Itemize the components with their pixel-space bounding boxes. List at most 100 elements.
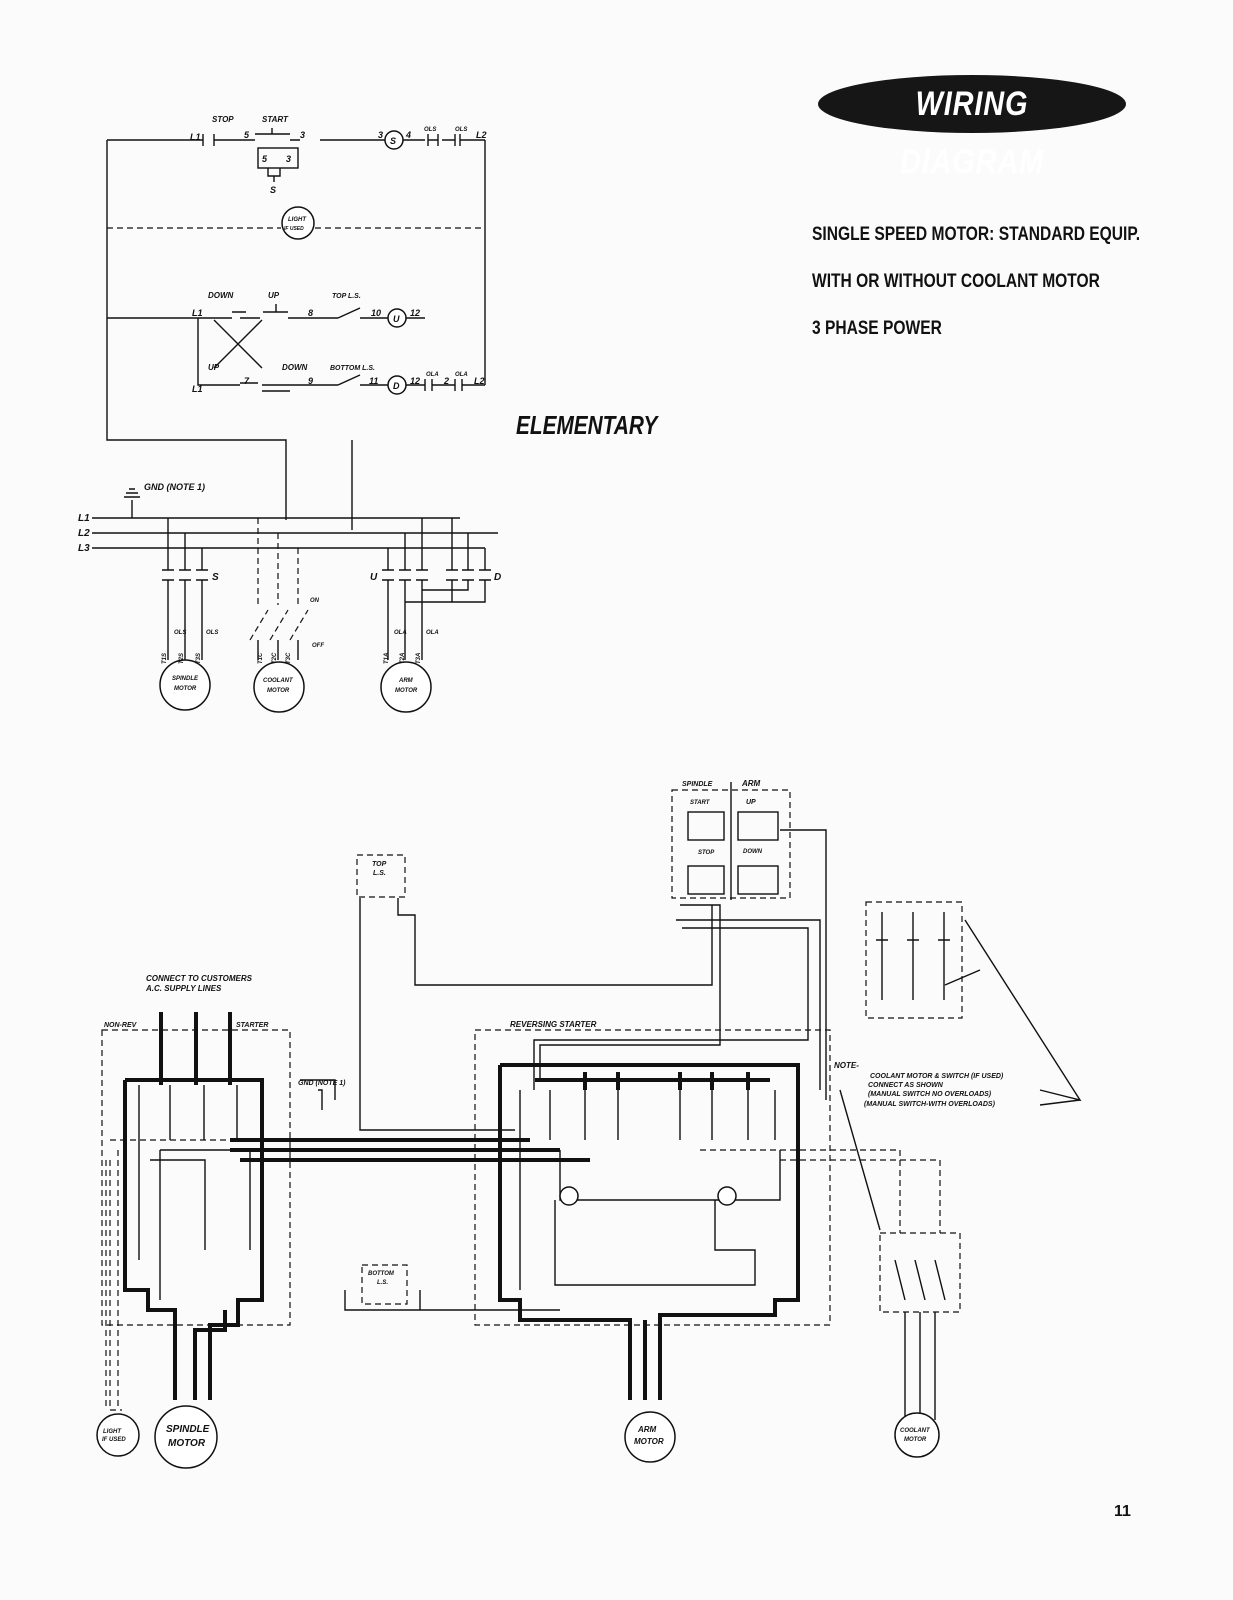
- spindle-motor-symbol-physical: [154, 1405, 218, 1469]
- label-3: 3: [300, 130, 305, 140]
- u-coil: [387, 308, 407, 328]
- label-11: 11: [369, 376, 378, 386]
- label-spindle-1: SPINDLE: [172, 676, 199, 682]
- label-l1-down: L1: [192, 384, 203, 394]
- label-coolant-1: COOLANT: [263, 678, 294, 684]
- label-2: 2: [443, 376, 449, 386]
- label-stop: STOP: [212, 115, 234, 124]
- label-light-physical-1: LIGHT: [103, 1429, 122, 1435]
- label-12b: 12: [410, 376, 420, 386]
- label-spindle-2: MOTOR: [174, 686, 197, 692]
- label-3c: 3: [378, 130, 383, 140]
- label-ola-2: OLA: [455, 372, 468, 378]
- label-ola-4: OLA: [426, 630, 439, 636]
- label-arm-2: MOTOR: [395, 688, 418, 694]
- page-number: 11: [1114, 1503, 1131, 1520]
- label-10: 10: [371, 308, 381, 318]
- label-l2-top: L2: [476, 130, 487, 140]
- elementary-wiring: [92, 128, 498, 713]
- label-gnd-physical: GND (NOTE 1): [298, 1080, 346, 1087]
- title-badge: [818, 75, 1126, 133]
- label-non-rev: NON-REV: [104, 1022, 138, 1029]
- label-note-3: (MANUAL SWITCH NO OVERLOADS): [868, 1091, 992, 1098]
- label-d-contactor: D: [494, 572, 501, 583]
- label-light-physical-2: IF USED: [102, 1437, 126, 1443]
- label-top-ls: TOP L.S.: [332, 293, 361, 300]
- label-note-1: COOLANT MOTOR & SWITCH (IF USED): [870, 1073, 1004, 1080]
- label-9: 9: [308, 376, 313, 386]
- label-8: 8: [308, 308, 313, 318]
- label-if-used: IF USED: [284, 226, 304, 232]
- label-t2a: T2A: [400, 653, 406, 664]
- u-coil-physical: [559, 1186, 579, 1206]
- label-ols-2: OLS: [455, 127, 467, 133]
- spec-line-1: SINGLE SPEED MOTOR: STANDARD EQUIP.: [812, 224, 1141, 245]
- light-symbol-physical: [96, 1413, 140, 1457]
- label-ola-1: OLA: [426, 372, 439, 378]
- spec-line-2: WITH OR WITHOUT COOLANT MOTOR: [812, 271, 1100, 292]
- label-down-pb: DOWN: [743, 849, 763, 855]
- spindle-motor-symbol: [159, 659, 211, 711]
- label-12a: 12: [410, 308, 420, 318]
- label-t1a: T1A: [384, 653, 390, 664]
- label-7: 7: [244, 376, 250, 386]
- label-ols-3: OLS: [174, 630, 186, 636]
- label-l1-up: L1: [192, 308, 203, 318]
- label-note-title: NOTE-: [834, 1061, 859, 1070]
- label-d-coil: D: [393, 381, 400, 391]
- label-coolant-2: MOTOR: [267, 688, 290, 694]
- label-coolant-motor-2: MOTOR: [904, 1437, 927, 1443]
- label-3b: 3: [286, 154, 291, 164]
- title: WIRING DIAGRAM: [899, 85, 1045, 181]
- label-bottom-ls-1: BOTTOM: [368, 1271, 395, 1277]
- label-top-ls-2: L.S.: [373, 870, 386, 877]
- label-5b: 5: [262, 154, 268, 164]
- label-up-1: UP: [268, 291, 280, 300]
- label-u-contactor: U: [370, 572, 378, 583]
- label-t1s: T1S: [162, 653, 168, 664]
- label-ola-3: OLA: [394, 630, 407, 636]
- s-coil: [384, 130, 404, 150]
- label-u-coil: U: [393, 314, 400, 324]
- label-bottom-ls-2: L.S.: [377, 1280, 388, 1286]
- spec-line-3: 3 PHASE POWER: [812, 318, 942, 339]
- elementary-labels: STOP START L1 5 3 5 3 S S 3 4 OLS OLS L2…: [78, 115, 501, 694]
- label-reversing-starter: REVERSING STARTER: [510, 1020, 597, 1029]
- label-on: ON: [310, 598, 320, 604]
- label-l1-line: L1: [78, 513, 90, 524]
- label-top-ls-1: TOP: [372, 861, 387, 868]
- label-t3a: T3A: [416, 653, 422, 664]
- d-coil: [387, 375, 407, 395]
- label-bottom-ls: BOTTOM L.S.: [330, 365, 375, 372]
- label-spindle-motor-1: SPINDLE: [166, 1424, 210, 1435]
- label-t2c: T2C: [272, 652, 278, 664]
- label-t3s: T3S: [196, 653, 202, 664]
- physical-labels: SPINDLE ARM START UP STOP DOWN TOP L.S. …: [102, 779, 1004, 1449]
- label-ols-1: OLS: [424, 127, 436, 133]
- label-t3c: T3C: [286, 652, 292, 664]
- label-l2-line: L2: [78, 528, 90, 539]
- label-up-pb: UP: [746, 799, 756, 806]
- label-ols-4: OLS: [206, 630, 218, 636]
- d-coil-physical: [717, 1186, 737, 1206]
- label-note-4: (MANUAL SWITCH-WITH OVERLOADS): [864, 1101, 996, 1108]
- label-light: LIGHT: [288, 217, 307, 223]
- label-connect-1: CONNECT TO CUSTOMERS: [146, 974, 253, 983]
- label-spindle-motor-2: MOTOR: [168, 1438, 206, 1449]
- label-arm-header: ARM: [741, 779, 761, 788]
- label-connect-2: A.C. SUPPLY LINES: [145, 984, 222, 993]
- label-arm-motor-2: MOTOR: [634, 1437, 664, 1446]
- label-stop-pb: STOP: [698, 850, 715, 856]
- elementary-label: ELEMENTARY: [516, 410, 658, 440]
- label-gnd: GND (NOTE 1): [144, 482, 205, 492]
- coolant-motor-symbol: [253, 661, 305, 713]
- label-arm-motor-1: ARM: [637, 1425, 657, 1434]
- label-s-coil: S: [390, 136, 396, 146]
- light-symbol: [281, 206, 315, 240]
- arm-motor-symbol: [380, 661, 432, 713]
- label-t1c: T1C: [258, 652, 264, 664]
- label-t2s: T2S: [179, 653, 185, 664]
